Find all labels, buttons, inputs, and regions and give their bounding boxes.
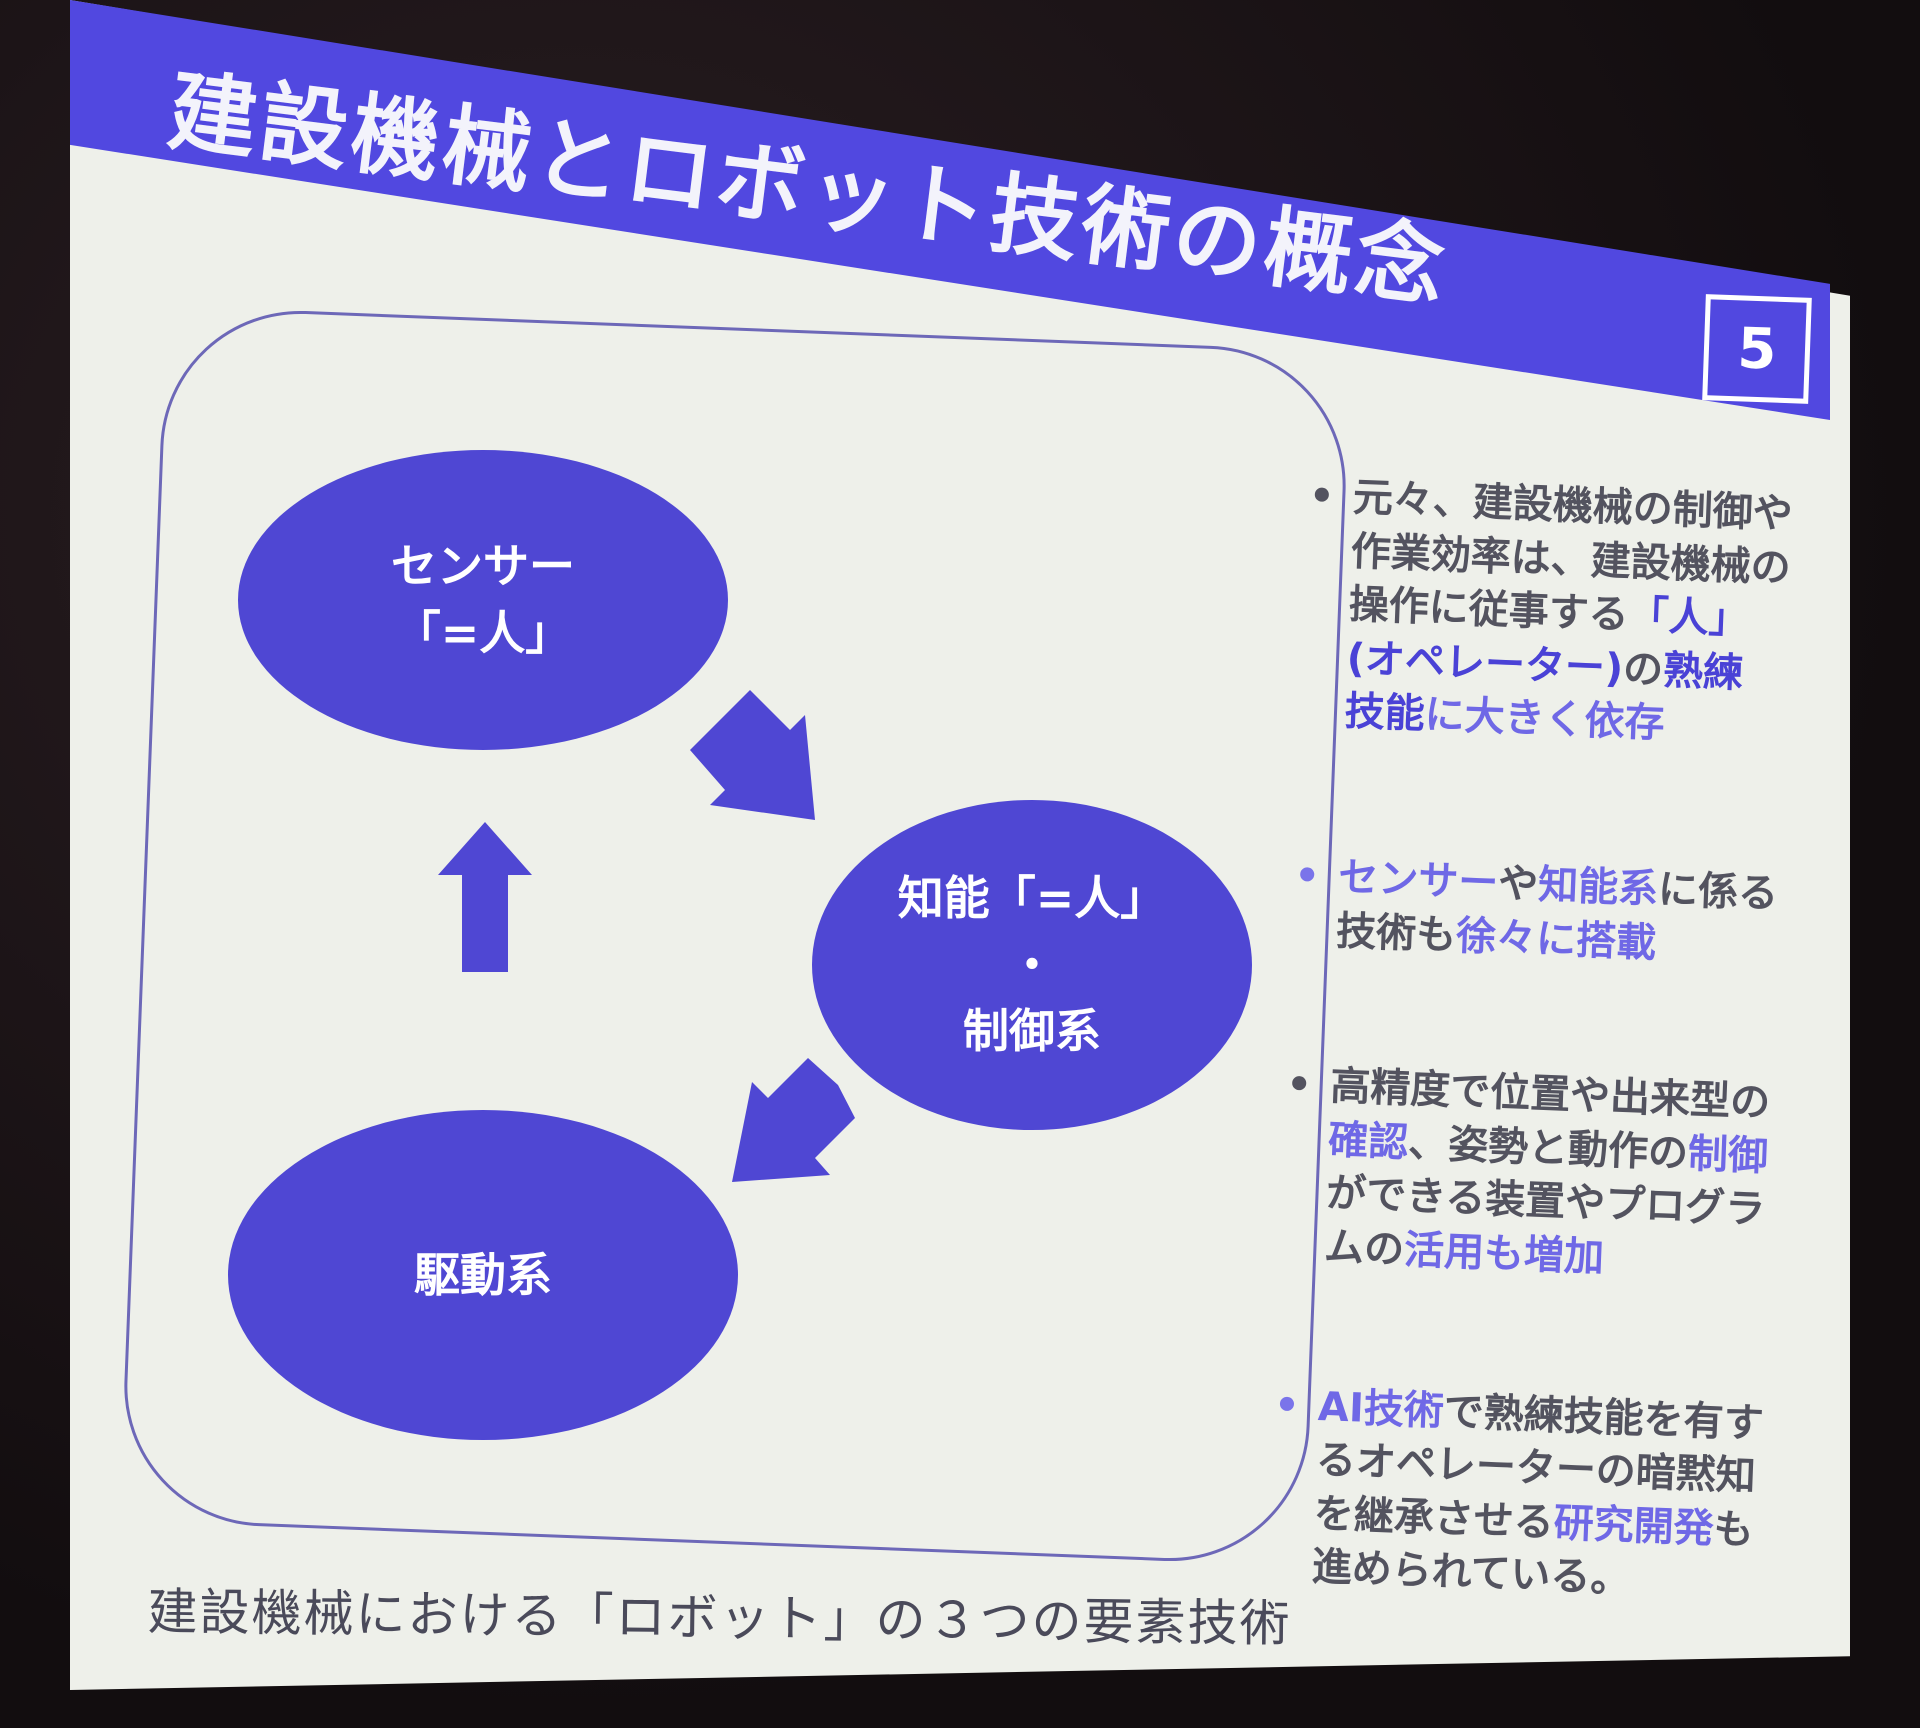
sensor-ellipse: センサー 「=人」 — [238, 450, 728, 750]
arrow-drive-to-sensor-icon — [438, 822, 532, 972]
bullet-2-text: や — [1497, 860, 1540, 909]
bullet-1-text: 作業効率は、建設機械の — [1350, 528, 1792, 592]
bullet-1-highlight: (オペレーター) — [1345, 635, 1625, 692]
bullet-1-highlight: 技能 — [1343, 688, 1426, 738]
bullet-1-text: の — [1622, 645, 1665, 694]
sensor-label: センサー — [391, 539, 575, 594]
bullet-3-highlight: 制御 — [1687, 1130, 1769, 1180]
bullet-dot: • — [1293, 852, 1321, 900]
bullet-4-highlight: AI技術 — [1317, 1383, 1445, 1435]
control-label: 制御系 — [963, 1004, 1101, 1059]
bullet-4-text: で熟練技能を有す — [1442, 1388, 1765, 1447]
intelligence-dot: ・ — [1009, 937, 1055, 992]
arrow-sensor-to-intelligence-icon — [690, 690, 815, 820]
bullet-4-text: 進められている。 — [1310, 1544, 1632, 1603]
bullet-4-text: も — [1712, 1506, 1755, 1554]
bullet-1-highlight: 熟練 — [1662, 647, 1744, 697]
bullet-dot: • — [1308, 472, 1336, 520]
bullet-dot: • — [1273, 1381, 1301, 1429]
bullet-3-highlight: 確認 — [1327, 1116, 1410, 1167]
bullet-1-highlight: 「人」 — [1627, 592, 1750, 644]
sensor-sublabel: 「=人」 — [394, 606, 572, 660]
arrow-intelligence-to-drive-icon — [732, 1058, 855, 1182]
bullet-4: • AI技術で熟練技能を有す るオペレーターの暗黙知 を継承させる研究開発も 進… — [1267, 1379, 1775, 1612]
bullet-1-highlight: に大きく依存 — [1423, 691, 1666, 748]
bullet-2-text: 技術も — [1335, 907, 1458, 959]
bullet-1-text: 操作に従事する — [1347, 581, 1630, 639]
diagram-caption: 建設機械における「ロボット」の３つの要素技術 — [147, 1582, 1292, 1653]
bullet-2-text: に係る — [1657, 866, 1779, 918]
bullet-2-highlight: 知能系 — [1537, 862, 1660, 913]
bullet-3-text: 高精度で位置や出来型の — [1329, 1063, 1771, 1127]
bullet-3-highlight: 活用も増加 — [1403, 1227, 1605, 1281]
drive-ellipse: 駆動系 — [228, 1110, 738, 1440]
bullet-2-highlight: 徐々に搭載 — [1455, 912, 1657, 967]
bullet-dot: • — [1285, 1061, 1313, 1109]
intelligence-label: 知能「=人」 — [897, 870, 1167, 925]
bullet-2-highlight: センサー — [1337, 854, 1500, 907]
intelligence-ellipse: 知能「=人」 ・ 制御系 — [812, 800, 1252, 1130]
bullet-4-text: を継承させる — [1313, 1490, 1555, 1546]
drive-label: 駆動系 — [414, 1247, 552, 1302]
bullet-3-text: ができる装置やプログラ — [1325, 1170, 1767, 1234]
bullet-4-highlight: 研究開発 — [1552, 1499, 1715, 1552]
bullet-3-text: ムの — [1323, 1224, 1406, 1274]
bullet-1: • 元々、建設機械の制御や 作業効率は、建設機械の 操作に従事する「人」 (オペ… — [1300, 470, 1810, 757]
bullet-3: • 高精度で位置や出来型の 確認、姿勢と動作の制御 ができる装置やプログラ ムの… — [1279, 1059, 1787, 1292]
bullet-list: • 元々、建設機械の制御や 作業効率は、建設機械の 操作に従事する「人」 (オペ… — [1263, 470, 1809, 1700]
bullet-2: • センサーや知能系に係る 技術も徐々に搭載 — [1291, 850, 1795, 976]
bullet-3-text: 、姿勢と動作の — [1407, 1120, 1689, 1177]
bullet-4-text: るオペレーターの暗黙知 — [1315, 1437, 1757, 1500]
